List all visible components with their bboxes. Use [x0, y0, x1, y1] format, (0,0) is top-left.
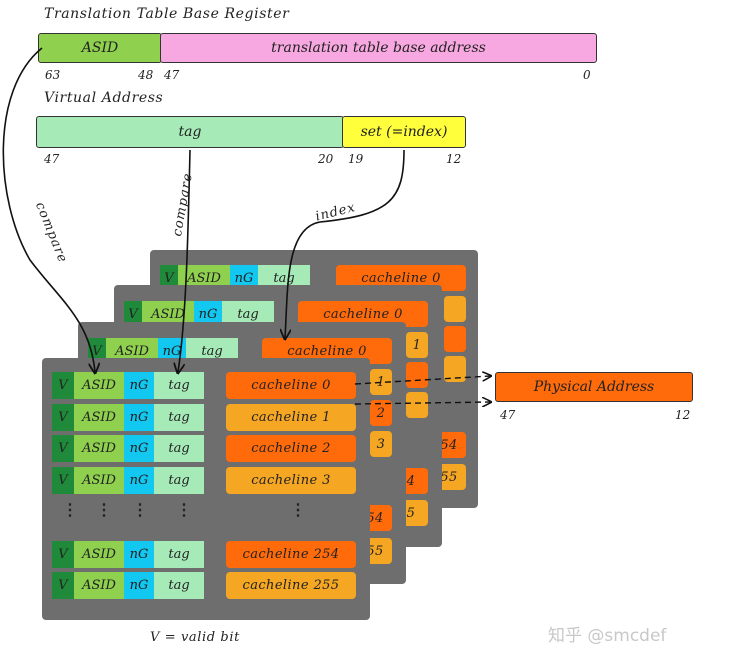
pa-bit-47: 47 — [500, 408, 516, 422]
way1-tag-cell: tag — [154, 372, 204, 399]
way1-tag-cell: tag — [154, 467, 204, 494]
way1-asid-cell: ASID — [74, 372, 124, 399]
way3-fragment: 1 — [412, 337, 422, 353]
va-bit-47: 47 — [44, 152, 60, 166]
physical-address-field: Physical Address — [495, 372, 693, 402]
pa-bit-12: 12 — [675, 408, 691, 422]
way3-cacheline-1-peek: 1 — [406, 332, 428, 358]
way1-tag-cell: tag — [154, 435, 204, 462]
way1-tag-cell: tag — [154, 404, 204, 431]
way1-asid-cell: ASID — [74, 404, 124, 431]
index-label: index — [314, 200, 358, 225]
watermark: 知乎 @smcdef — [548, 626, 667, 646]
way3-cacheline-peek — [406, 392, 428, 418]
way2-cacheline-1-peek: 1 — [370, 369, 392, 395]
way1-cacheline-3: cacheline 3 — [226, 467, 356, 494]
way1-tag-cell: tag — [154, 541, 204, 568]
way1-asid-cell: ASID — [74, 541, 124, 568]
footnote-valid-bit: V = valid bit — [150, 630, 240, 645]
way4-cacheline-peek — [444, 326, 466, 352]
way1-ng-cell: nG — [124, 435, 154, 462]
way3-cacheline-peek — [406, 362, 428, 388]
ttbr-bit-63: 63 — [45, 68, 61, 82]
way1-valid-cell: V — [52, 572, 74, 599]
ttbr-bit-47: 47 — [164, 68, 180, 82]
way2-cacheline-2-peek: 2 — [370, 400, 392, 426]
way1-ng-cell: nG — [124, 467, 154, 494]
ellipsis-dots: ⋮ — [96, 500, 112, 519]
va-bit-20: 20 — [318, 152, 334, 166]
way3-fragment: 4 — [406, 473, 416, 489]
ellipsis-dots: ⋮ — [290, 500, 306, 519]
way2-cacheline-3-peek: 3 — [370, 431, 392, 457]
way1-valid-cell: V — [52, 372, 74, 399]
ellipsis-dots: ⋮ — [132, 500, 148, 519]
way1-ng-cell: nG — [124, 541, 154, 568]
ellipsis-dots: ⋮ — [62, 500, 78, 519]
va-bit-19: 19 — [348, 152, 364, 166]
way2-fragment: 54 — [366, 510, 384, 526]
way4-valid-cell: V — [160, 265, 178, 291]
way1-cacheline-2: cacheline 2 — [226, 435, 356, 462]
va-tag-field: tag — [36, 116, 344, 148]
way4-fragment: 55 — [440, 469, 458, 485]
way4-cacheline-peek — [444, 356, 466, 382]
way1-ng-cell: nG — [124, 404, 154, 431]
compare-label-1: compare — [32, 200, 71, 266]
way1-cacheline-1: cacheline 1 — [226, 404, 356, 431]
way1-cacheline-0: cacheline 0 — [226, 372, 356, 399]
way1-ng-cell: nG — [124, 572, 154, 599]
way1-tag-cell: tag — [154, 572, 204, 599]
way3-fragment: 5 — [406, 505, 416, 521]
way1-valid-cell: V — [52, 435, 74, 462]
va-title: Virtual Address — [44, 90, 164, 106]
ttbr-bit-48: 48 — [138, 68, 154, 82]
way1-valid-cell: V — [52, 467, 74, 494]
way4-fragment: 54 — [440, 437, 458, 453]
way1-valid-cell: V — [52, 541, 74, 568]
ellipsis-dots: ⋮ — [176, 500, 192, 519]
way1-asid-cell: ASID — [74, 435, 124, 462]
way2-fragment: 55 — [366, 543, 384, 559]
way1-valid-cell: V — [52, 404, 74, 431]
way1-asid-cell: ASID — [74, 572, 124, 599]
way2-fragment: 3 — [376, 436, 386, 452]
way2-fragment: 1 — [376, 374, 386, 390]
ttbr-asid-field: ASID — [38, 33, 162, 63]
way3-valid-cell: V — [124, 301, 142, 327]
ttbr-title: Translation Table Base Register — [44, 6, 290, 22]
way4-cacheline-peek — [444, 296, 466, 322]
way1-cacheline-4: cacheline 254 — [226, 541, 356, 568]
compare-label-2: compare — [170, 171, 196, 238]
ttbr-base-address-field: translation table base address — [160, 33, 597, 63]
way1-ng-cell: nG — [124, 372, 154, 399]
va-bit-12: 12 — [446, 152, 462, 166]
way2-fragment: 2 — [376, 405, 386, 421]
way1-asid-cell: ASID — [74, 467, 124, 494]
va-set-index-field: set (=index) — [342, 116, 466, 148]
way1-cacheline-5: cacheline 255 — [226, 572, 356, 599]
ttbr-bit-0: 0 — [583, 68, 591, 82]
